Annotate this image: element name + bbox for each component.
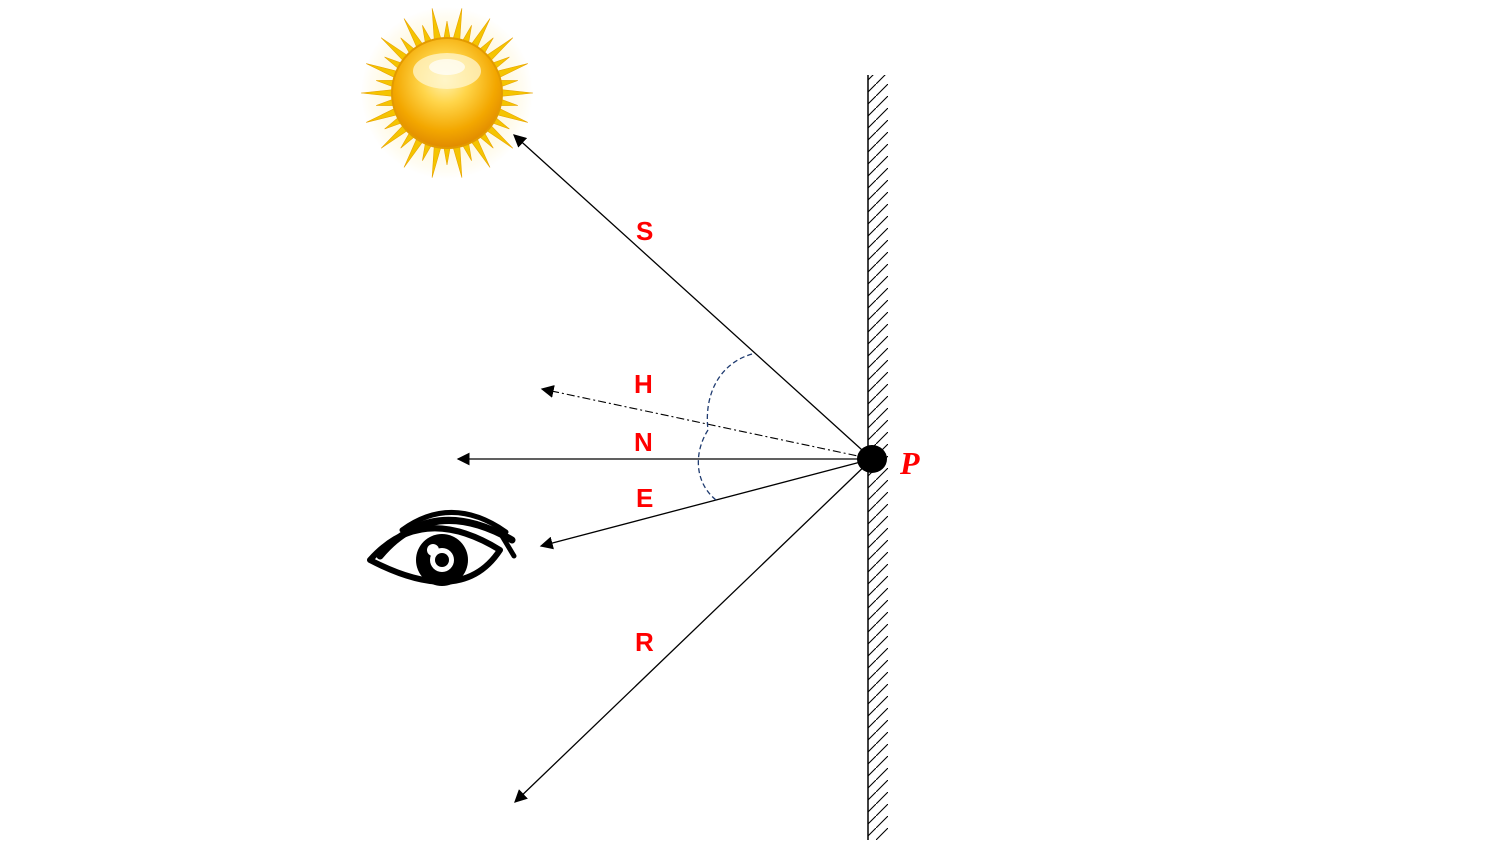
sun-icon bbox=[360, 7, 534, 179]
point-p-label: P bbox=[899, 445, 920, 481]
angle-arc-lower bbox=[697, 429, 717, 501]
vector-s-arrow bbox=[513, 134, 873, 460]
vector-n-label: N bbox=[634, 427, 653, 457]
point-p-dot bbox=[857, 445, 887, 473]
angle-arc-upper bbox=[706, 353, 753, 431]
vector-s-label: S bbox=[636, 216, 653, 246]
vector-h-label: H bbox=[634, 369, 653, 399]
vector-e-arrow bbox=[539, 458, 873, 550]
vector-r-label: R bbox=[635, 627, 654, 657]
eye-icon bbox=[367, 510, 517, 586]
vector-r-arrow bbox=[514, 458, 873, 803]
vector-e-label: E bbox=[636, 483, 653, 513]
